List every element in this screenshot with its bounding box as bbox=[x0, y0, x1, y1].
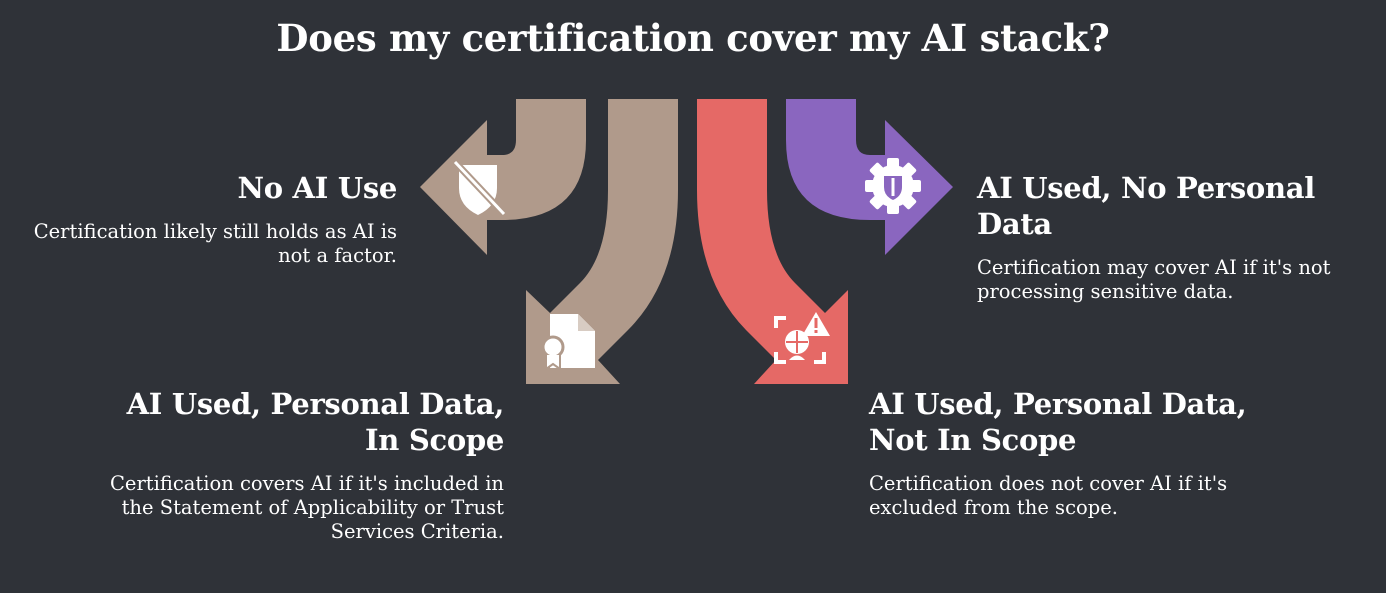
branch-heading: AI Used, Personal Data, Not In Scope bbox=[869, 387, 1247, 457]
scan-warning-icon bbox=[774, 312, 830, 364]
branch-not-in-scope: AI Used, Personal Data, Not In Scope Cer… bbox=[869, 386, 1289, 520]
branch-no-ai-use: No AI Use Certification likely still hol… bbox=[17, 170, 398, 268]
branch-description: Certification may cover AI if it's not p… bbox=[977, 256, 1331, 303]
branch-description: Certification does not cover AI if it's … bbox=[869, 472, 1228, 519]
arrow-in-scope bbox=[526, 99, 678, 384]
arrow-not-in-scope bbox=[697, 99, 848, 384]
branch-description: Certification covers AI if it's included… bbox=[109, 472, 504, 543]
certificate-document-icon bbox=[541, 314, 595, 371]
branch-no-personal-data: AI Used, No Personal Data Certification … bbox=[977, 170, 1367, 304]
branch-heading: AI Used, No Personal Data bbox=[977, 171, 1315, 241]
shield-slash-icon bbox=[452, 159, 507, 217]
diagram-title: Does my certification cover my AI stack? bbox=[276, 16, 1110, 60]
branch-description: Certification likely still holds as AI i… bbox=[33, 220, 397, 267]
arrow-no-personal-data bbox=[786, 99, 953, 255]
arrow-no-ai-use bbox=[420, 99, 586, 255]
gear-shield-icon bbox=[865, 158, 921, 214]
branch-heading: No AI Use bbox=[237, 171, 398, 205]
branch-heading: AI Used, Personal Data, In Scope bbox=[126, 387, 505, 457]
branch-in-scope: AI Used, Personal Data, In Scope Certifi… bbox=[104, 386, 504, 544]
